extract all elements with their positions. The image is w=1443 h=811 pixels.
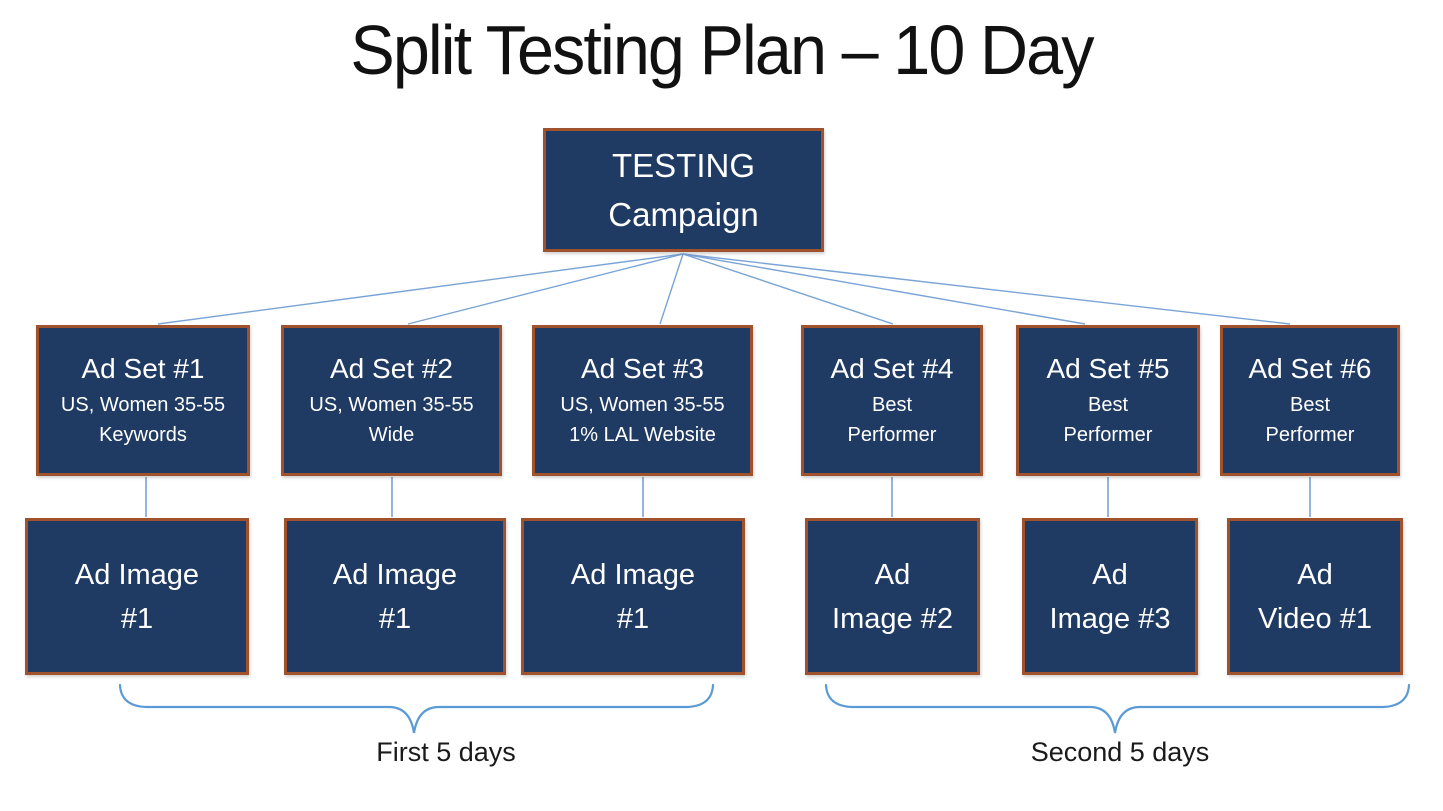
creative-label-line2: #1	[616, 602, 650, 635]
creative-label-line2: Image #3	[1049, 602, 1171, 635]
creative-node-3: Ad Image #1	[521, 518, 745, 675]
adset-targeting: Performer	[1265, 424, 1355, 446]
creative-label-line1: Ad	[1092, 558, 1128, 591]
adset-node-2: Ad Set #2 US, Women 35-55 Wide	[281, 325, 502, 476]
creative-label-line1: Ad	[874, 558, 911, 591]
adset-name: Ad Set #6	[1248, 353, 1372, 384]
creative-node-4: Ad Image #2	[805, 518, 980, 675]
adset-name: Ad Set #4	[830, 353, 954, 384]
brace-second-5-days	[824, 683, 1411, 734]
adset-targeting: Keywords	[99, 424, 187, 446]
connector-campaign-adset-6	[682, 253, 1291, 325]
adset-audience: US, Women 35-55	[60, 394, 226, 416]
slide-title: Split Testing Plan – 10 Day	[350, 11, 1094, 89]
adset-node-4: Ad Set #4 Best Performer	[801, 325, 983, 476]
creative-label-line2: Video #1	[1258, 602, 1372, 635]
creative-label-line2: Image #2	[832, 602, 953, 635]
creative-label-line1: Ad Image	[74, 558, 200, 591]
creative-label-line1: Ad	[1297, 558, 1333, 591]
adset-name: Ad Set #3	[581, 353, 704, 384]
adset-node-6: Ad Set #6 Best Performer	[1220, 325, 1400, 476]
creative-label-line2: #1	[120, 602, 154, 635]
adset-name: Ad Set #1	[81, 353, 205, 384]
adset-targeting: Performer	[847, 424, 937, 446]
campaign-subtitle: Campaign	[608, 196, 759, 233]
adset-audience: Best	[1087, 394, 1129, 416]
adset-audience: US, Women 35-55	[560, 394, 725, 416]
adset-audience: Best	[871, 394, 913, 416]
connector-campaign-adset-1	[157, 253, 684, 325]
creative-node-6: Ad Video #1	[1227, 518, 1403, 675]
group-label-first-5-days: First 5 days	[376, 737, 516, 767]
connector-campaign-adset-3	[659, 253, 684, 325]
campaign-name: TESTING	[611, 147, 755, 184]
adset-node-5: Ad Set #5 Best Performer	[1016, 325, 1200, 476]
creative-label-line2: #1	[378, 602, 412, 635]
adset-targeting: Wide	[368, 424, 415, 446]
adset-audience: Best	[1289, 394, 1331, 416]
connector-campaign-adset-5	[682, 253, 1086, 325]
adset-name: Ad Set #2	[330, 353, 453, 384]
adset-targeting: 1% LAL Website	[569, 424, 716, 446]
creative-node-5: Ad Image #3	[1022, 518, 1198, 675]
adset-name: Ad Set #5	[1046, 353, 1170, 384]
campaign-node: TESTING Campaign	[543, 128, 824, 252]
adset-audience: US, Women 35-55	[309, 394, 474, 416]
adset-targeting: Performer	[1063, 424, 1153, 446]
adset-node-1: Ad Set #1 US, Women 35-55 Keywords	[36, 325, 250, 476]
brace-first-5-days	[118, 683, 715, 734]
creative-label-line1: Ad Image	[570, 558, 696, 591]
connector-campaign-adset-4	[682, 253, 894, 325]
group-label-second-5-days: Second 5 days	[1030, 737, 1210, 767]
connector-campaign-adset-2	[407, 253, 684, 325]
creative-label-line1: Ad Image	[332, 558, 458, 591]
creative-node-1: Ad Image #1	[25, 518, 249, 675]
adset-node-3: Ad Set #3 US, Women 35-55 1% LAL Website	[532, 325, 753, 476]
creative-node-2: Ad Image #1	[284, 518, 506, 675]
